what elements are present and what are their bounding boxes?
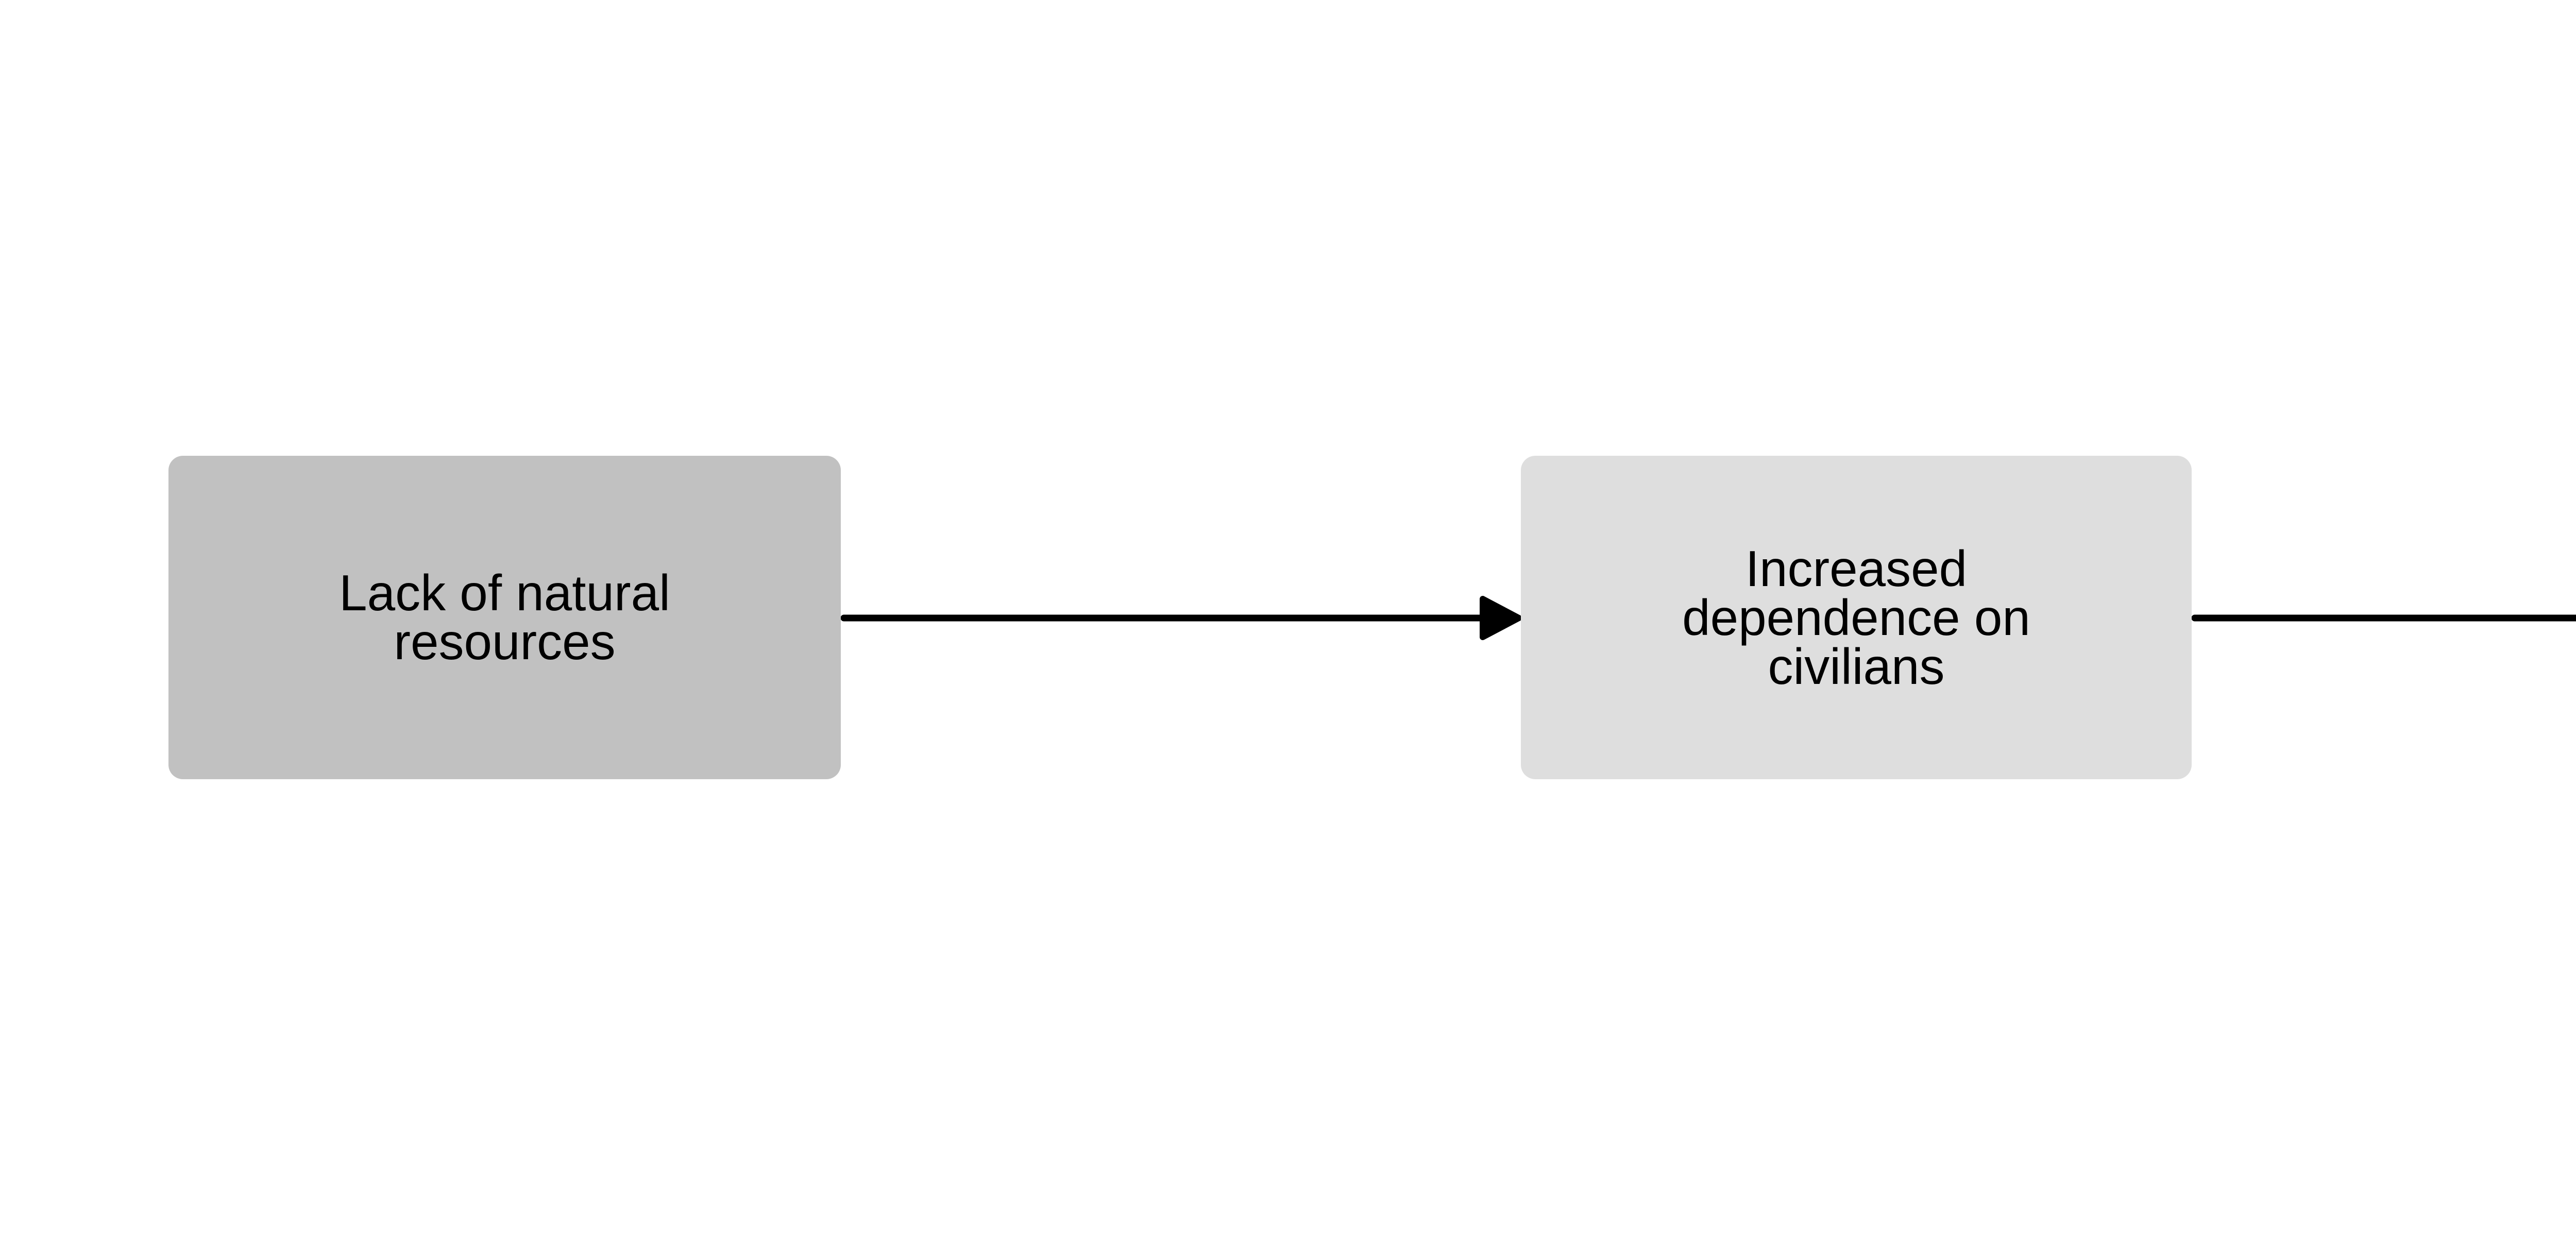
- edge-1: [840, 596, 1522, 640]
- node-increased-dependence-on-civilians: Increased dependence on civilians: [1521, 456, 2192, 779]
- node-label: Lack of natural resources: [339, 564, 670, 670]
- edge-1-arrowhead-icon: [1480, 596, 1522, 640]
- node-lack-of-natural-resources: Lack of natural resources: [168, 456, 841, 779]
- node-label: Increased dependence on civilians: [1682, 540, 2030, 695]
- edge-2: [2191, 614, 2576, 622]
